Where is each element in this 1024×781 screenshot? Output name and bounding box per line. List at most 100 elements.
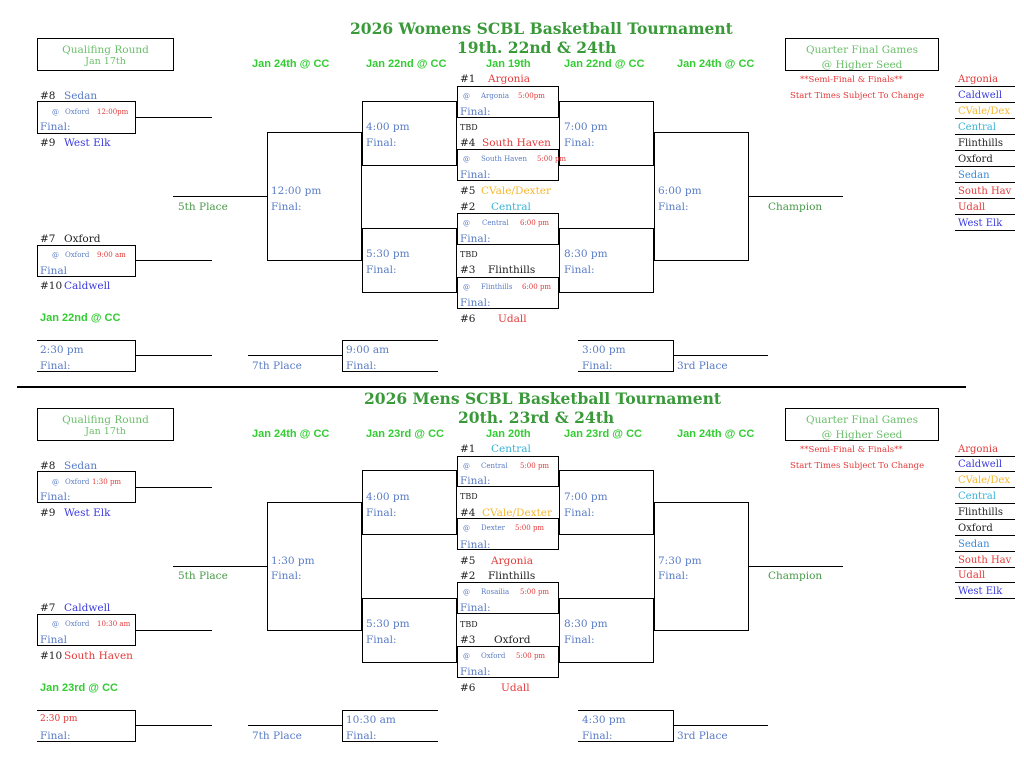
game-time: 6:00 pm [520,219,550,227]
final-label: Final: [271,570,302,582]
game-site: Flinthills [481,283,513,291]
at-icon: @ [463,219,470,227]
game-date: Jan 22nd @ CC [40,312,121,324]
final-label: Final: [564,507,595,519]
bracket-box [654,502,749,631]
game-time: 1:30 pm [92,478,122,486]
final-label: Final: [366,634,397,646]
team-name: Flinthills [488,570,536,582]
final-label: Final: [564,634,595,646]
seed-number: #8 [40,460,56,472]
game-time: 1:30 pm [271,555,315,567]
page-subtitle: 20th. 23rd & 24th [458,408,615,427]
champion-label: Champion [768,570,823,582]
seed-number: #10 [40,280,63,292]
seed-number: #1 [460,73,476,85]
final-label: Final: [460,539,491,551]
at-icon: @ [52,620,59,628]
team-name: Argonia [491,555,534,567]
final-label: Final: [366,137,397,149]
third-place-label: 3rd Place [677,360,728,372]
game-box [457,582,559,614]
game-time: 7:00 pm [564,491,608,503]
bracket-box [578,340,674,372]
game-box [37,245,136,277]
seed-number: #8 [40,90,56,102]
bracket-box [654,132,749,261]
final-label: Final: [40,360,71,372]
seed-number: #7 [40,602,56,614]
time-change-note: Start Times Subject To Change [790,461,925,471]
tbd-label: TBD [460,492,478,501]
game-site: Central [482,219,509,227]
team-list-item: Argonia [958,74,999,85]
game-site: Dexter [481,524,506,532]
game-time: 2:30 pm [40,344,84,356]
game-site: Oxford [65,478,90,486]
game-date: Jan 23rd @ CC [40,682,118,694]
qualifying-round-label: Qualifing Round [62,44,149,56]
game-box [457,646,559,678]
round-date: Jan 24th @ CC [677,58,755,70]
time-change-note: Start Times Subject To Change [790,91,925,101]
game-time: 4:00 pm [366,121,410,133]
bracket-box [578,710,674,742]
team-list-item: CVale/Dex [958,106,1010,117]
bracket-box [362,470,457,535]
team-list-item: West Elk [958,218,1003,229]
bracket-box [559,470,654,535]
seed-number: #6 [460,313,476,325]
at-icon: @ [52,251,59,259]
team-list-item: Central [958,122,996,133]
at-icon: @ [52,478,59,486]
final-label: Final: [346,730,377,742]
team-list-item: Caldwell [958,459,1003,470]
final-label: Final: [40,491,71,503]
game-time: 3:00 pm [582,344,626,356]
game-box [457,86,559,118]
team-name: Sedan [64,460,98,472]
game-box [37,471,136,503]
game-time: 6:00 pm [522,283,552,291]
higher-seed-label: @ Higher Seed [821,429,903,441]
game-time: 12:00pm [97,108,129,116]
semifinal-note: **Semi-Final & Finals** [800,75,903,85]
bracket-box [559,228,654,293]
team-list-item: Oxford [958,154,993,165]
game-time: 5:00pm [518,92,545,100]
final-label: Final: [658,570,689,582]
game-time: 5:00 pm [515,524,545,532]
qualifying-round-date: Jan 17th [85,426,126,437]
section-divider [17,386,966,388]
game-box [37,614,136,646]
seed-number: #3 [460,264,476,276]
seventh-place-label: 7th Place [252,360,302,372]
team-list-item: South Hav [958,186,1012,197]
team-name: Caldwell [64,602,111,614]
champion-label: Champion [768,201,823,213]
final-label: Final: [366,507,397,519]
team-list-item: Sedan [958,539,990,550]
game-time: 2:30 pm [40,714,78,724]
final-label: Final: [460,475,491,487]
bracket-box [362,101,457,166]
final-label: Final: [271,201,302,213]
game-time: 12:00 pm [271,185,322,197]
seed-number: #2 [460,201,476,213]
game-box [457,213,559,245]
team-list-item: Caldwell [958,90,1003,101]
game-site: Oxford [65,251,90,259]
final-label: Final: [346,360,377,372]
round-date: Jan 23rd @ CC [564,428,642,440]
team-list-item: CVale/Dex [958,475,1010,486]
qualifying-round-box: Qualifing Round Jan 17th [37,38,174,71]
bracket-box [342,710,438,742]
at-icon: @ [52,108,59,116]
at-icon: @ [463,524,470,532]
team-name: Oxford [64,233,101,245]
womens-bracket: 2026 Womens SCBL Basketball Tournament 1… [0,0,1024,385]
game-time: 4:30 pm [582,714,626,726]
round-date: Jan 22nd @ CC [564,58,645,70]
final-label: Final: [460,602,491,614]
team-name: Udall [501,682,530,694]
